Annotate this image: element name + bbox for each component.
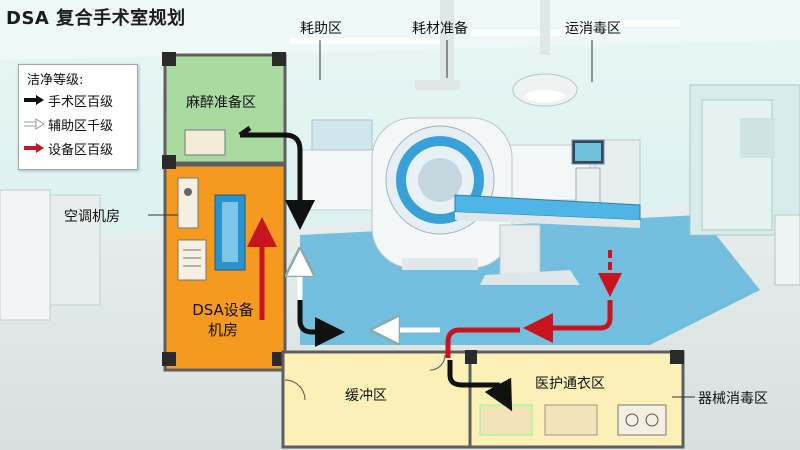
legend-label: 设备区百级 — [48, 142, 114, 158]
label-anesthesia-prep: 麻醉准备区 — [186, 95, 256, 111]
legend-label: 手术区百级 — [48, 94, 114, 110]
cleanliness-legend: 洁净等级: 手术区百级 辅助区千级 设备区百级 — [18, 64, 138, 170]
page-title: DSA 复合手术室规划 — [6, 8, 186, 29]
label-transport-disinfect: 运消毒区 — [565, 21, 621, 37]
legend-label: 辅助区千级 — [48, 118, 114, 134]
black-arrow-icon — [24, 95, 44, 105]
legend-item-auxiliary: 辅助区千级 — [23, 113, 113, 135]
label-dsa-equipment-room: DSA设备 机房 — [192, 301, 254, 339]
label-consumables-area: 耗助区 — [300, 21, 342, 37]
label-hvac-room: 空调机房 — [64, 209, 120, 225]
label-supplies-prep: 耗材准备 — [412, 21, 468, 37]
label-staff-changing: 医护通衣区 — [535, 376, 605, 392]
legend-item-equipment: 设备区百级 — [23, 137, 113, 159]
legend-title: 洁净等级: — [27, 73, 84, 88]
red-arrow-icon — [24, 143, 44, 153]
legend-item-surgery: 手术区百级 — [23, 89, 113, 111]
label-buffer-zone: 缓冲区 — [345, 388, 387, 404]
white-arrow-icon — [24, 118, 45, 130]
label-instrument-disinfect: 器械消毒区 — [698, 391, 768, 407]
